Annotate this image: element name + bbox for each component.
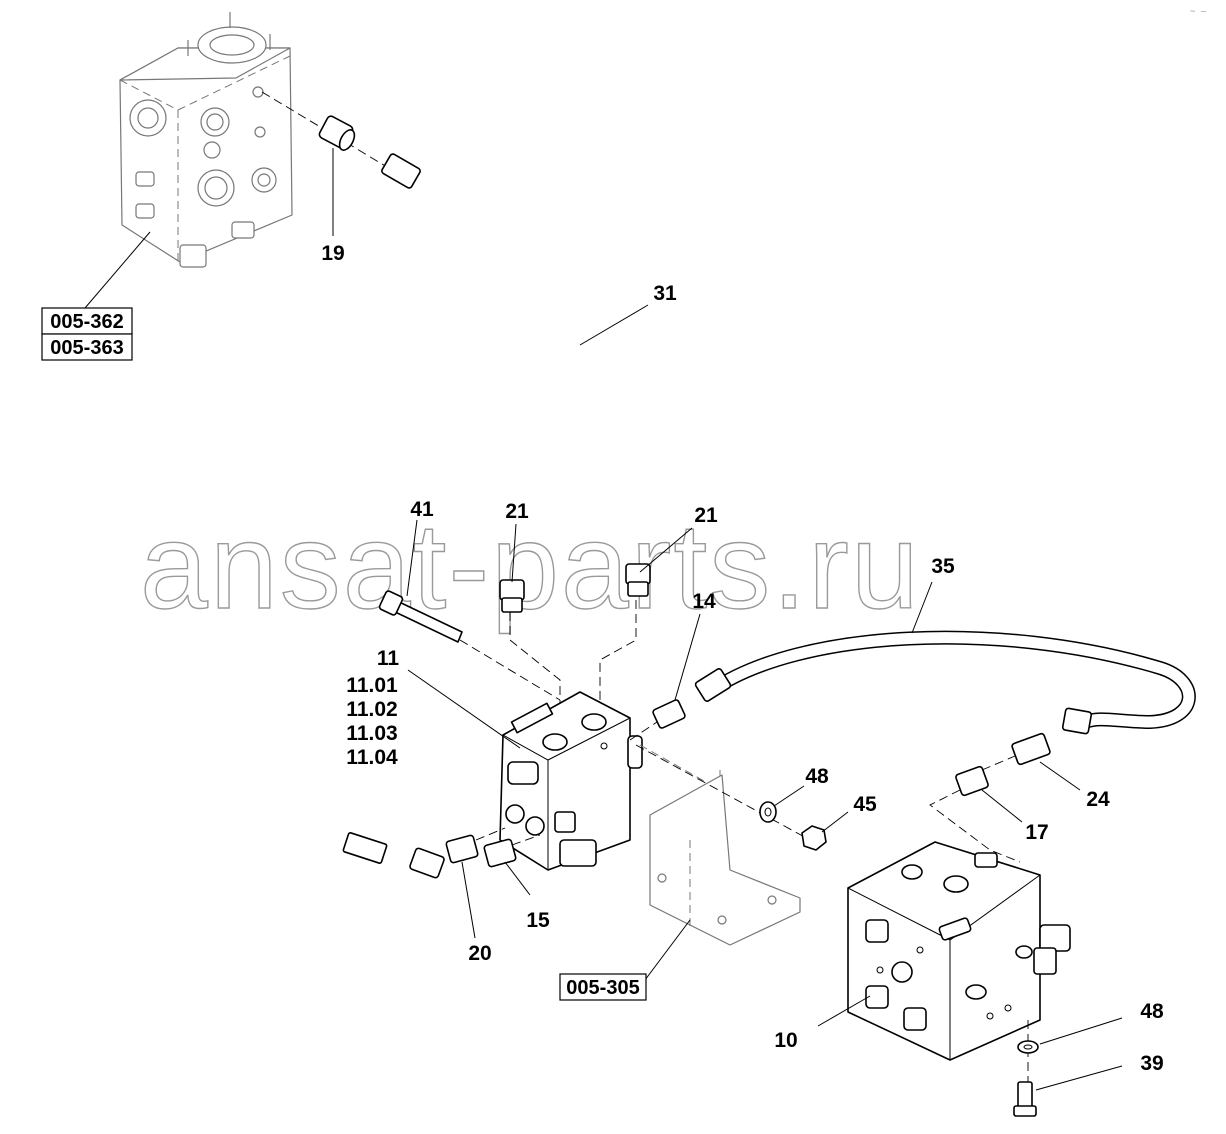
label-41: 41 xyxy=(410,498,434,521)
label-11-01: 11.01 xyxy=(346,674,398,697)
reference-box-005-362: 005-362 xyxy=(41,307,133,335)
label-11-02: 11.02 xyxy=(346,698,397,721)
label-15: 15 xyxy=(526,909,550,932)
nut-45 xyxy=(801,825,827,851)
label-20: 20 xyxy=(468,942,491,965)
hose-31 xyxy=(332,153,601,879)
label-35: 35 xyxy=(931,555,955,578)
watermark-text: ansat-parts.ru xyxy=(140,498,921,634)
label-19: 19 xyxy=(321,242,344,265)
label-24: 24 xyxy=(1086,788,1110,811)
ref-text-005-305: 005-305 xyxy=(566,977,639,999)
label-31: 31 xyxy=(653,282,677,305)
valve-block-10 xyxy=(847,841,1071,1061)
reference-box-005-305: 005-305 xyxy=(559,973,647,1001)
reference-valve-block-top xyxy=(119,12,293,268)
label-45: 45 xyxy=(853,793,877,816)
leader-lines xyxy=(84,148,1123,1091)
label-14: 14 xyxy=(692,590,716,613)
label-17: 17 xyxy=(1025,821,1048,844)
label-39: 39 xyxy=(1140,1052,1163,1075)
label-11-04: 11.04 xyxy=(346,746,398,769)
label-48-middle: 48 xyxy=(805,765,829,788)
fitting-19 xyxy=(261,91,393,171)
fitting-20 xyxy=(445,827,506,864)
ref-text-005-363: 005-363 xyxy=(50,337,123,359)
reference-box-005-363: 005-363 xyxy=(41,333,133,361)
label-21-right: 21 xyxy=(694,504,718,527)
ref-text-005-362: 005-362 xyxy=(50,311,123,333)
label-10: 10 xyxy=(774,1029,797,1052)
fitting-17 xyxy=(929,765,1021,863)
fitting-15 xyxy=(483,834,541,868)
valve-block-11 xyxy=(499,691,643,871)
hose-35 xyxy=(694,630,1196,735)
fitting-24 xyxy=(981,732,1051,771)
corner-mark: ~ — xyxy=(1190,7,1207,17)
washer-48-middle xyxy=(635,744,811,841)
bolt-41 xyxy=(378,590,561,701)
washer-48-bottom xyxy=(1017,1020,1039,1085)
part-labels: 19 31 41 21 21 35 14 11 11.01 11.02 11.0… xyxy=(321,242,1164,1075)
label-48-bottom: 48 xyxy=(1140,1000,1164,1023)
label-11-03: 11.03 xyxy=(346,722,397,745)
bolt-39 xyxy=(1013,1081,1037,1117)
label-11: 11 xyxy=(377,647,400,670)
reference-bracket xyxy=(639,744,801,946)
fitting-21-left xyxy=(499,579,561,710)
fitting-14 xyxy=(629,699,686,741)
label-21-left: 21 xyxy=(505,500,529,523)
